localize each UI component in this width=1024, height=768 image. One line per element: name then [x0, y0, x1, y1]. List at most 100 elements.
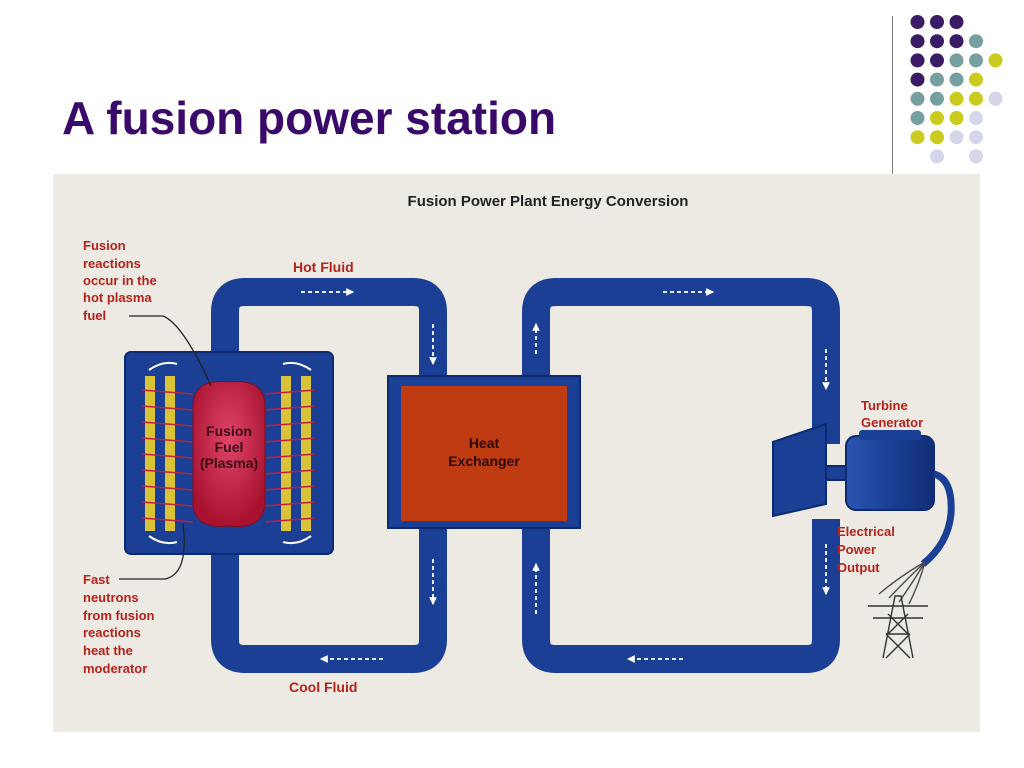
heat-exchanger-label-line-1: Heat	[469, 435, 500, 451]
neutron-ray	[140, 517, 194, 523]
decorative-dot	[949, 15, 964, 29]
decorative-dot	[949, 34, 964, 49]
heat-exchanger: Heat Exchanger	[387, 375, 581, 529]
decorative-dot	[910, 15, 925, 29]
neutron-ray	[140, 437, 194, 443]
power-cable	[920, 470, 955, 567]
turbine	[772, 422, 827, 518]
electrical-output-label-line-2: Power	[837, 542, 876, 557]
neutron-ray	[264, 469, 316, 475]
flow-arrow	[301, 288, 355, 296]
neutron-ray	[264, 421, 316, 427]
fusion-reactions-note-line-5: fuel	[83, 308, 106, 323]
flow-arrow	[319, 655, 383, 663]
decorative-dot	[930, 34, 944, 49]
diagram-heading: Fusion Power Plant Energy Conversion	[408, 193, 689, 210]
fast-neutrons-note-line-1: Fast	[83, 572, 110, 587]
flow-arrow	[429, 324, 437, 366]
decorative-dot	[910, 53, 925, 68]
decorative-dot	[930, 130, 944, 145]
decorative-dot	[949, 72, 964, 87]
fusion-reactions-note-line-2: reactions	[83, 256, 141, 271]
fast-neutrons-note-line-2: neutrons	[83, 590, 139, 605]
decorative-dot	[910, 91, 925, 106]
decorative-dot	[910, 111, 925, 125]
neutron-ray	[264, 437, 316, 443]
decorative-dot	[930, 15, 944, 29]
plasma-label-line-3: (Plasma)	[200, 455, 258, 471]
decorative-dot	[930, 149, 944, 164]
electrical-output-label: Electrical Power Output	[837, 524, 895, 575]
flow-arrow	[822, 349, 830, 391]
flow-arrow	[532, 322, 540, 354]
neutron-ray	[264, 405, 316, 411]
generator	[845, 430, 935, 511]
transmission-tower-icon	[868, 595, 928, 659]
flow-arrow-bottom-right	[282, 535, 312, 545]
flow-arrow	[626, 655, 683, 663]
reactor-vessel: Fusion Fuel (Plasma)	[124, 351, 334, 555]
fast-neutrons-note-line-5: heat the	[83, 643, 133, 658]
slide-title: A fusion power station	[62, 92, 557, 144]
fusion-reactions-leader-line	[129, 315, 212, 387]
decorative-dot	[930, 91, 944, 106]
generator-body	[845, 435, 935, 511]
electrical-output-label-line-1: Electrical	[837, 524, 895, 539]
plasma-chamber	[192, 380, 266, 528]
flow-arrow-bottom-left	[148, 535, 178, 545]
fusion-reactions-note-line-4: hot plasma	[83, 290, 152, 305]
neutron-ray	[140, 405, 194, 411]
fusion-reactions-note-line-1: Fusion	[83, 238, 126, 253]
turbine-generator-label-line-2: Generator	[861, 415, 923, 430]
flow-arrow	[532, 562, 540, 614]
blanket-bar-right-2	[301, 376, 311, 531]
hot-fluid-label: Hot Fluid	[293, 259, 354, 275]
plasma-label-line-1: Fusion	[206, 423, 252, 439]
neutron-ray	[264, 389, 316, 395]
decorative-dot	[969, 111, 983, 125]
neutron-rays	[140, 389, 316, 523]
blanket-bar-left-2	[165, 376, 175, 531]
fusion-reactions-note: Fusion reactions occur in the hot plasma…	[83, 238, 157, 323]
decorative-dot	[969, 130, 983, 145]
blanket-bar-right-1	[281, 376, 291, 531]
decorative-dot	[969, 53, 983, 68]
decorative-dot	[910, 34, 925, 49]
cool-fluid-pipe	[211, 524, 447, 673]
generator-cap	[859, 430, 921, 440]
decorative-dot	[910, 130, 925, 145]
neutron-ray	[264, 453, 316, 459]
decorative-dot	[949, 53, 964, 68]
neutron-ray	[140, 485, 194, 491]
fast-neutrons-note: Fast neutrons from fusion reactions heat…	[83, 572, 155, 676]
heat-exchanger-core	[401, 386, 567, 521]
turbine-shaft	[825, 465, 849, 481]
heat-exchanger-label-line-2: Exchanger	[448, 453, 520, 469]
decorative-dot	[949, 130, 964, 145]
electrical-output-label-line-3: Output	[837, 560, 880, 575]
neutron-ray	[140, 501, 194, 507]
decorative-dot	[930, 111, 944, 125]
decorative-dot	[930, 72, 944, 87]
flow-arrow-top-right	[282, 361, 312, 371]
neutron-ray	[264, 485, 316, 491]
flow-arrow	[663, 288, 715, 296]
cool-fluid-label: Cool Fluid	[289, 679, 357, 695]
fast-neutrons-note-line-4: reactions	[83, 625, 141, 640]
blanket-bar-left-1	[145, 376, 155, 531]
flow-arrow	[429, 559, 437, 606]
decorative-dot	[988, 53, 1003, 68]
plasma-label-line-2: Fuel	[215, 439, 244, 455]
decorative-dot	[949, 91, 964, 106]
neutron-ray	[140, 453, 194, 459]
turbine-generator-label: Turbine Generator	[861, 398, 923, 430]
decorative-dot	[949, 111, 964, 125]
flow-arrow-top-left	[148, 361, 178, 371]
neutron-ray	[140, 389, 194, 395]
fast-neutrons-leader-line	[119, 523, 185, 580]
fast-neutrons-note-line-6: moderator	[83, 661, 147, 676]
fusion-reactions-note-line-3: occur in the	[83, 273, 157, 288]
flow-arrows	[301, 288, 830, 663]
decorative-dot	[930, 53, 944, 68]
fusion-power-plant-diagram: Fusion Power Plant Energy Conversion Fus…	[53, 174, 980, 732]
